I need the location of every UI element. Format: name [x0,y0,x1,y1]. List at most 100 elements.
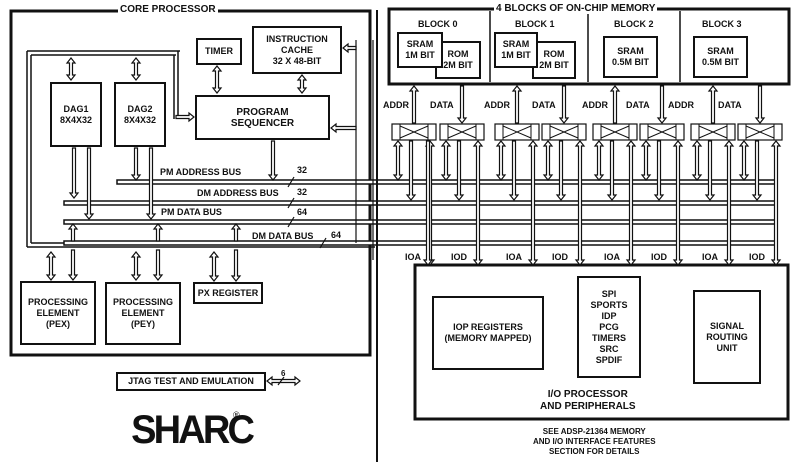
processing-element-pey: PROCESSING ELEMENT (PEY) [105,282,181,345]
crossbar-bus-arrow [653,140,665,201]
block-2-addr-label: ADDR [582,100,608,110]
dag1-pm-data-arrow [83,147,95,220]
px-pm-arrow [230,249,242,282]
wire [549,125,579,139]
bus-width-slash [319,237,327,249]
loop-to-sequencer-arrow [175,111,195,123]
crossbar-io-arrow [672,140,684,266]
crossbar-switch [690,123,736,141]
cache-arrow [296,74,308,94]
dag2-pm-addr-arrow [130,147,142,181]
details-note: SEE ADSP-21364 MEMORY AND I/O INTERFACE … [533,427,656,456]
block-1-rom: ROM 2M BIT [532,41,576,79]
px-up-arrow [230,223,242,242]
bus-width-slash [287,176,295,188]
memory-port-arrow [558,85,570,124]
jtag-width-label: 6 [281,369,286,378]
instruction-cache-block: INSTRUCTION CACHE 32 X 48-BIT [252,26,342,74]
block-0-ioa-label: IOA [405,252,422,262]
dm-data-bus-width: 64 [331,230,342,240]
jtag-block: JTAG TEST AND EMULATION [116,372,266,391]
block-2-ioa-label: IOA [604,252,621,262]
pm-address-bus-label: PM ADDRESS BUS [160,167,242,177]
crossbar-switch [639,123,685,141]
dm-address-bus-label: DM ADDRESS BUS [197,188,279,198]
dag1-dm-addr-arrow [68,147,80,199]
block-2-label: BLOCK 2 [614,19,654,29]
crossbar-pm-addr-arrow [640,140,652,181]
pey-pm-arrow [152,249,164,281]
pex-up-arrow [67,223,79,242]
cache-to-sequencer-arrow [330,122,357,134]
io-processor-frame [413,263,790,421]
block-3-data-label: DATA [718,100,742,110]
dag2-pm-data-arrow [145,147,157,220]
wire [399,125,429,139]
bus-width-slash [287,216,295,228]
jtag-width-slash [277,376,285,386]
program-sequencer-block: PROGRAM SEQUENCER [195,95,330,140]
timer-arrow [211,65,223,94]
wire [745,125,775,139]
sharc-logo: SHARC [131,408,255,452]
dag2-block: DAG2 8X4X32 [114,82,166,147]
block-1-data-label: DATA [532,100,556,110]
crossbar-switch [592,123,638,141]
timer-block: TIMER [196,38,242,65]
pey-dm-arrow [130,251,142,281]
block-0-label: BLOCK 0 [418,19,458,29]
crossbar-bus-arrow [555,140,567,201]
jtag-arrow [266,375,301,387]
pey-up-arrow [152,223,164,242]
pex-dm-arrow [45,251,57,281]
sequencer-pm-addr-arrow [267,140,279,181]
crossbar-pm-addr-arrow [392,140,404,181]
block-0-sram: SRAM 1M BIT [397,32,443,68]
wire [502,125,532,139]
crossbar-io-arrow [472,140,484,266]
registered-mark: ® [233,410,240,420]
crossbar-pm-addr-arrow [691,140,703,181]
block-2-data-label: DATA [626,100,650,110]
crossbar-switch [439,123,485,141]
peripherals-block: SPI SPORTS IDP PCG TIMERS SRC SPDIF [577,276,641,378]
iop-registers-block: IOP REGISTERS (MEMORY MAPPED) [432,296,544,370]
dag1-top-arrow [65,57,77,81]
crossbar-io-arrow [527,140,539,266]
dm-data-bus [63,240,776,246]
wire [647,125,677,139]
crossbar-bus-arrow [405,140,417,201]
memory-port-arrow [511,85,523,124]
crossbar-pm-addr-arrow [542,140,554,181]
crossbar-pm-addr-arrow [495,140,507,181]
crossbar-pm-addr-arrow [440,140,452,181]
block-3-ioa-label: IOA [702,252,719,262]
block-1-iod-label: IOD [552,252,569,262]
pex-pm-arrow [67,249,79,281]
wire [698,125,728,139]
core-processor-title: CORE PROCESSOR [118,4,218,15]
block-0-data-label: DATA [430,100,454,110]
dm-address-bus [63,200,776,206]
wire [447,125,477,139]
signal-routing-unit-block: SIGNAL ROUTING UNIT [693,290,761,384]
ioa-arrow [422,140,434,266]
crossbar-io-arrow [574,140,586,266]
processing-element-pex: PROCESSING ELEMENT (PEX) [20,281,96,345]
crossbar-io-arrow [770,140,782,266]
block-3-addr-label: ADDR [668,100,694,110]
memory-port-arrow [408,85,420,124]
crossbar-switch [541,123,587,141]
crossbar-bus-arrow [606,140,618,201]
crossbar-pm-addr-arrow [593,140,605,181]
pm-data-bus [63,219,776,225]
block-3-iod-label: IOD [749,252,766,262]
block-3-sram: SRAM 0.5M BIT [693,36,748,78]
memory-port-arrow [754,85,766,124]
memory-port-arrow [707,85,719,124]
crossbar-bus-arrow [751,140,763,201]
memory-port-arrow [656,85,668,124]
block-1-ioa-label: IOA [506,252,523,262]
crossbar-bus-arrow [453,140,465,201]
block-1-label: BLOCK 1 [515,19,555,29]
